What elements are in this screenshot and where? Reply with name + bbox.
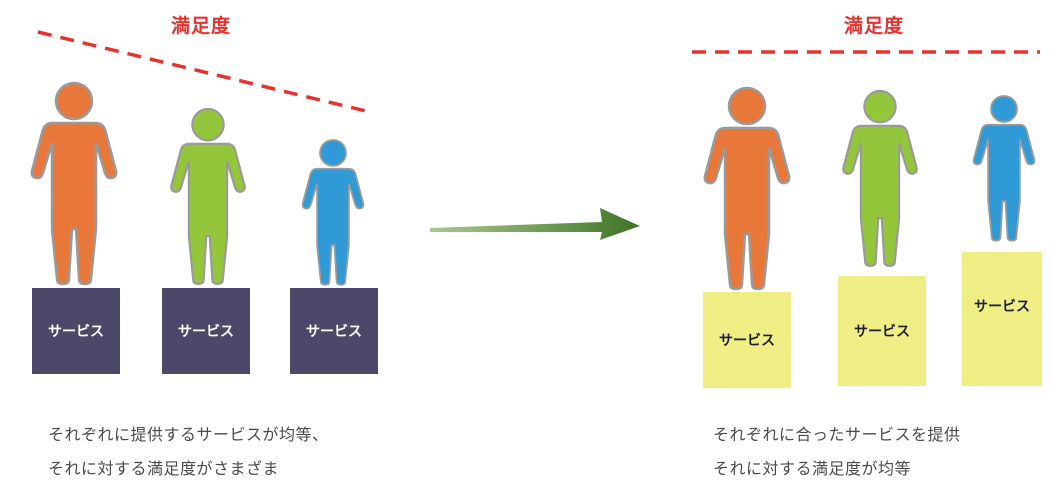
satisfaction-label-left: 満足度 [171,15,232,37]
caption-left-line1: それぞれに提供するサービスが均等、 [48,425,329,444]
caption-left-line2: それに対する満足度がさまざま [48,459,280,478]
caption-left: それぞれに提供するサービスが均等、 それに対する満足度がさまざま [48,418,329,486]
service-box: サービス [962,252,1042,386]
satisfaction-label-right: 満足度 [844,15,905,37]
person-icon [972,95,1036,242]
service-box: サービス [290,288,378,374]
person-icon [301,139,365,286]
satisfaction-line-left [37,30,371,114]
person-icon [30,81,118,286]
service-box: サービス [32,288,120,374]
service-box: サービス [162,288,250,374]
caption-right-line1: それぞれに合ったサービスを提供 [713,425,961,444]
service-box: サービス [838,276,926,386]
caption-right: それぞれに合ったサービスを提供 それに対する満足度が均等 [713,418,961,486]
person-icon [842,89,918,267]
caption-right-line2: それに対する満足度が均等 [713,459,912,478]
person-icon [170,107,246,285]
person-icon [703,86,791,291]
arrow-right-icon [430,208,640,240]
service-box: サービス [703,292,791,388]
